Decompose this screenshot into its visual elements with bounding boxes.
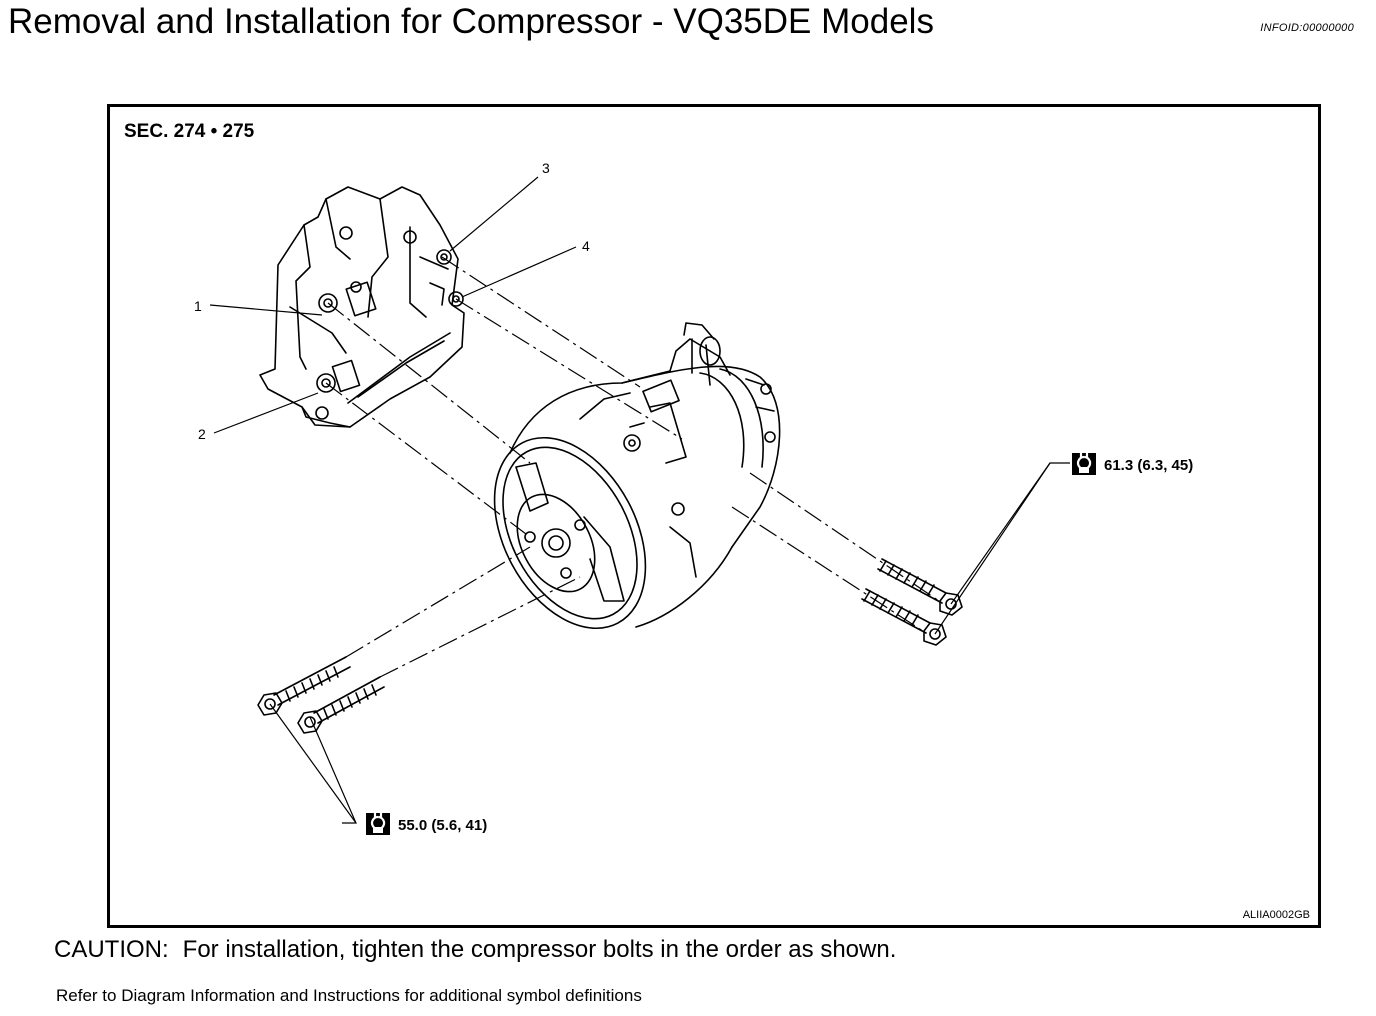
caution-label: CAUTION: <box>54 936 169 963</box>
bolts-lower <box>257 656 385 734</box>
refer-note: Refer to Diagram Information and Instruc… <box>56 986 642 1005</box>
callout-4: 4 <box>582 238 590 254</box>
bolts-upper <box>861 558 963 646</box>
section-label: SEC. 274 • 275 <box>124 121 255 142</box>
torque-wrench-icon <box>366 813 390 835</box>
compressor-diagram: 1 2 3 4 61.3 (6.3, 45) 55.0 (5.6, 41) <box>194 160 1193 835</box>
callout-labels: 1 2 3 4 <box>194 160 590 442</box>
torque-spec-upper: 61.3 (6.3, 45) <box>1072 453 1193 475</box>
torque-wrench-icon <box>1072 453 1096 475</box>
torque-spec-lower: 55.0 (5.6, 41) <box>366 813 487 835</box>
diagram-frame: 1 2 3 4 61.3 (6.3, 45) 55.0 (5.6, 41) SE… <box>107 104 1321 928</box>
callout-2: 2 <box>198 426 206 442</box>
callout-3: 3 <box>542 160 550 176</box>
compressor <box>493 322 781 630</box>
image-code: ALIIA0002GB <box>1242 909 1310 921</box>
callout-leaders <box>209 176 1070 824</box>
caution-text: For installation, tighten the compressor… <box>182 936 897 963</box>
torque-value-lower: 55.0 (5.6, 41) <box>398 817 487 834</box>
alignment-lines <box>325 256 943 678</box>
caution-note: CAUTION: For installation, tighten the co… <box>54 936 896 964</box>
page-title: Removal and Installation for Compressor … <box>8 2 934 41</box>
compressor-bracket <box>259 186 465 428</box>
torque-value-upper: 61.3 (6.3, 45) <box>1104 457 1193 474</box>
callout-1: 1 <box>194 298 202 314</box>
info-id: INFOID:00000000 <box>1260 22 1354 34</box>
